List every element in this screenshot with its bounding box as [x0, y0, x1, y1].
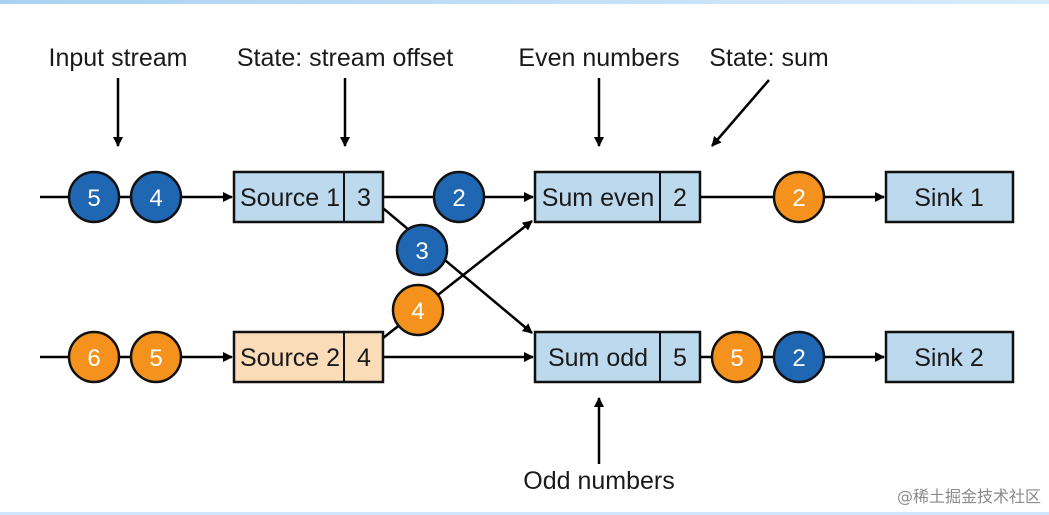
label-odd-numbers: Odd numbers: [523, 467, 674, 495]
sum-even-state: 2: [673, 184, 687, 212]
source1-label: Source 1: [240, 184, 340, 212]
edge-source1-to-sum-odd: [377, 203, 533, 334]
source1-node: Source 1 3: [232, 170, 385, 224]
label-input-stream: Input stream: [49, 44, 188, 72]
sink2-label: Sink 2: [914, 344, 983, 372]
source2-state: 4: [357, 344, 371, 372]
watermark: @稀土掘金技术社区: [896, 487, 1041, 506]
source1-state: 3: [357, 184, 371, 212]
event-input2-b: 5: [129, 330, 183, 384]
source2-label: Source 2: [240, 344, 340, 372]
sink1-label: Sink 1: [914, 184, 983, 212]
label-even-numbers: Even numbers: [518, 44, 679, 72]
top-accent-bar: [0, 0, 1049, 4]
event-input1-a-value: 5: [87, 185, 100, 212]
event-odd-to-sink2-b-value: 2: [792, 345, 805, 372]
event-src1-to-even: 2: [432, 170, 486, 224]
event-src1-to-odd-value: 3: [415, 238, 428, 265]
event-src2-to-even-value: 4: [411, 298, 424, 325]
event-input1-a: 5: [67, 170, 121, 224]
event-odd-to-sink2-b: 2: [772, 330, 826, 384]
pointer-arrow-state-sum: [711, 79, 770, 147]
sum-odd-state: 5: [673, 344, 687, 372]
sum-even-node: Sum even 2: [533, 170, 702, 224]
event-odd-to-sink2-a: 5: [710, 330, 764, 384]
sink1-node: Sink 1: [884, 170, 1015, 224]
bottom-accent-bar: [0, 512, 1049, 515]
event-src1-to-even-value: 2: [452, 185, 465, 212]
event-input1-b: 4: [129, 170, 183, 224]
event-odd-to-sink2-a-value: 5: [730, 345, 743, 372]
label-state-stream-offset: State: stream offset: [237, 44, 453, 72]
event-input2-b-value: 5: [149, 345, 162, 372]
sink2-node: Sink 2: [884, 330, 1015, 384]
event-input2-a: 6: [67, 330, 121, 384]
sum-odd-label: Sum odd: [548, 344, 648, 372]
event-src2-to-even: 4: [391, 283, 445, 337]
source2-node: Source 2 4: [232, 330, 385, 384]
sum-even-label: Sum even: [542, 184, 655, 212]
event-src1-to-odd: 3: [395, 223, 449, 277]
event-input2-a-value: 6: [87, 345, 100, 372]
event-even-to-sink1: 2: [772, 170, 826, 224]
sum-odd-node: Sum odd 5: [533, 330, 702, 384]
label-state-sum: State: sum: [709, 44, 829, 72]
event-even-to-sink1-value: 2: [792, 185, 805, 212]
event-input1-b-value: 4: [149, 185, 162, 212]
